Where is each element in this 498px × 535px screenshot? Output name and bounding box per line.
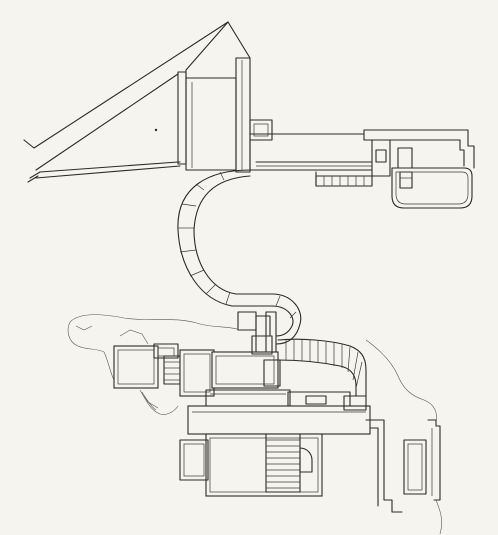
survey-dot-mark — [154, 128, 158, 132]
upper-wedge-structure — [23, 21, 273, 183]
upper-terrace — [249, 129, 475, 209]
rock-ledge — [67, 314, 241, 415]
serpentine-walkway — [177, 169, 302, 345]
lower-right-pier — [365, 419, 442, 535]
main-house — [113, 335, 371, 497]
right-stair-bridge — [277, 338, 437, 423]
